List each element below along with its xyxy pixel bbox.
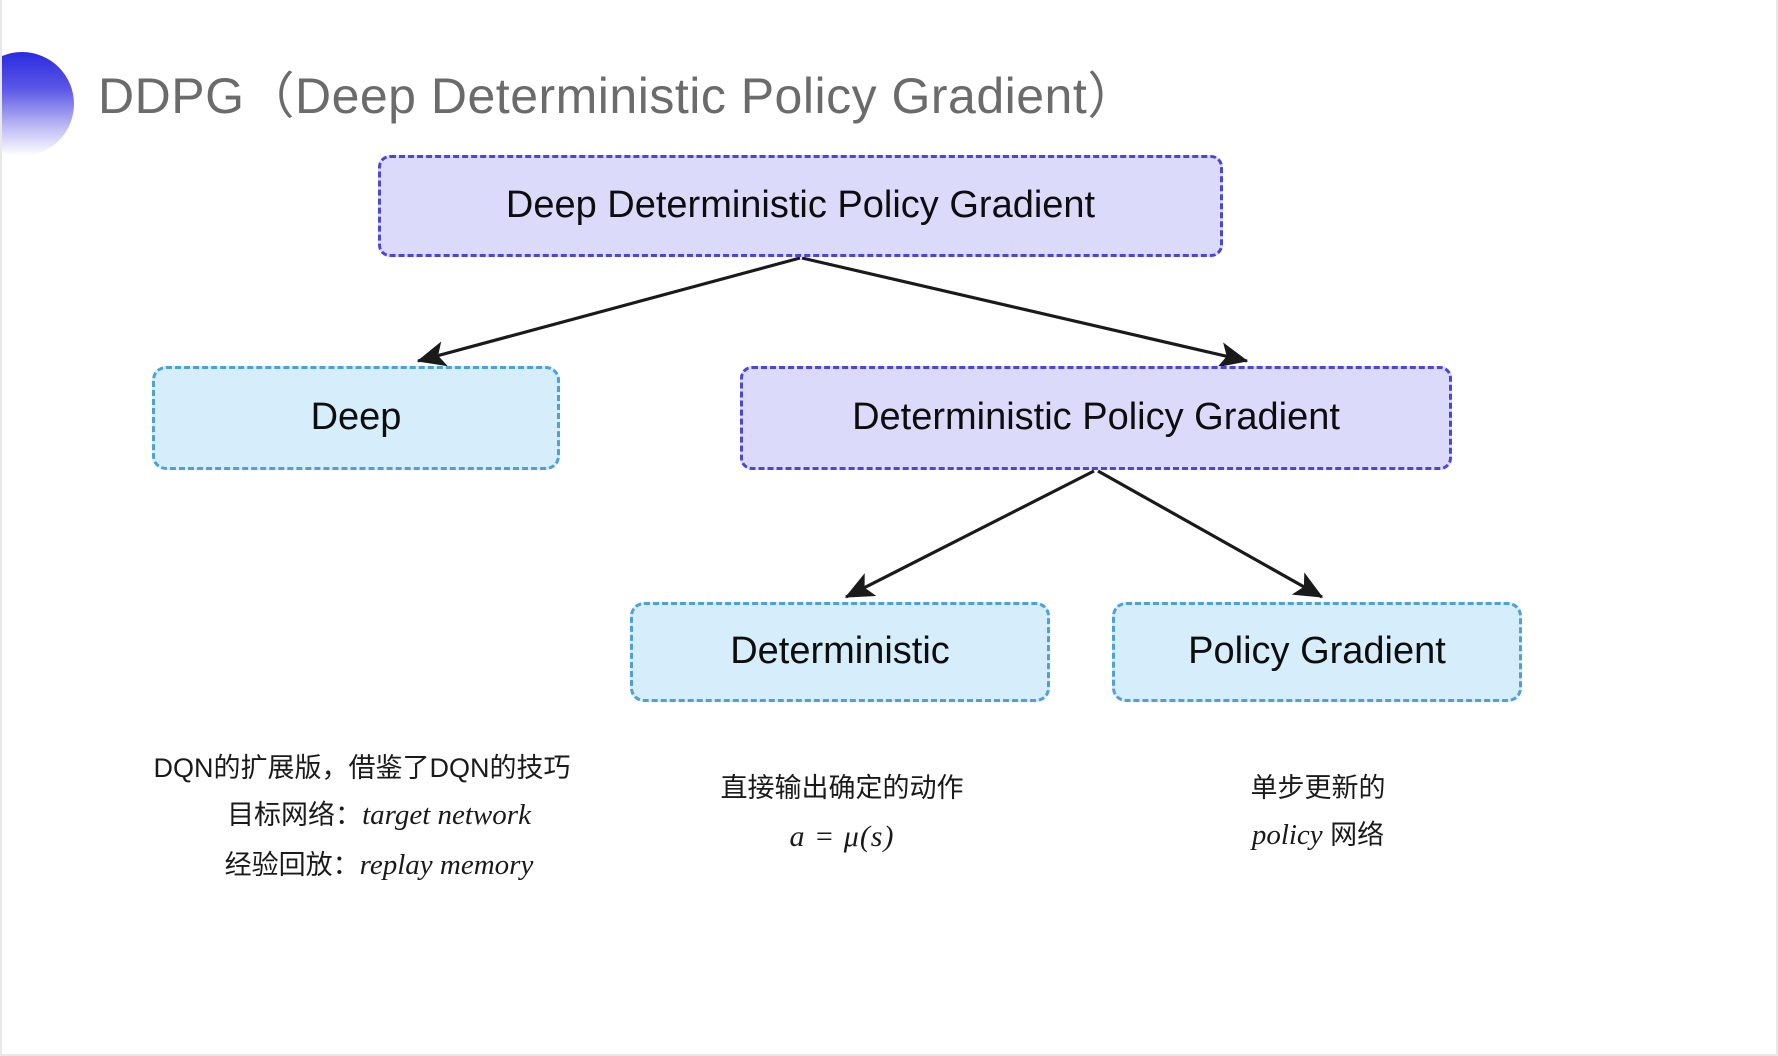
annotation-deterministic-line-1: 直接输出确定的动作 bbox=[720, 773, 964, 803]
edge-dpg-to-deterministic bbox=[844, 469, 1095, 599]
half-circle-gradient-icon bbox=[2, 52, 74, 156]
annotation-deep-line-3: 经验回放：replay memory bbox=[92, 841, 632, 891]
annotation-deep: DQN的扩展版，借鉴了DQN的技巧 目标网络：target network 经验… bbox=[92, 745, 632, 891]
annotation-deep-line-1: DQN的扩展版，借鉴了DQN的技巧 bbox=[153, 753, 571, 783]
node-policy-gradient[interactable]: Policy Gradient bbox=[1112, 602, 1522, 702]
node-deterministic-policy-gradient[interactable]: Deterministic Policy Gradient bbox=[740, 366, 1452, 470]
node-deterministic[interactable]: Deterministic bbox=[630, 602, 1050, 702]
annotation-deep-line-2: 目标网络：target network bbox=[92, 791, 632, 841]
node-deep[interactable]: Deep bbox=[152, 366, 560, 470]
annotation-policy-gradient-line-1: 单步更新的 bbox=[1250, 773, 1386, 803]
annotation-deep-line-2-label: 目标网络： bbox=[227, 800, 363, 831]
annotation-deterministic: 直接输出确定的动作 a = μ(s) bbox=[642, 765, 1042, 863]
edge-root-to-dpg bbox=[801, 256, 1249, 368]
annotation-policy-gradient-term: policy bbox=[1251, 819, 1323, 852]
annotation-deep-line-3-label: 经验回放： bbox=[224, 850, 360, 881]
edge-dpg-to-policy-gradient bbox=[1097, 469, 1324, 599]
annotation-policy-gradient: 单步更新的 policy 网络 bbox=[1120, 765, 1516, 861]
annotation-deterministic-formula: a = μ(s) bbox=[789, 820, 895, 854]
page-title: DDPG（Deep Deterministic Policy Gradient） bbox=[98, 68, 1138, 124]
node-deep-deterministic-policy-gradient[interactable]: Deep Deterministic Policy Gradient bbox=[378, 155, 1223, 257]
annotation-policy-gradient-suffix: 网络 bbox=[1322, 820, 1385, 851]
edge-root-to-deep bbox=[416, 256, 801, 367]
annotation-deep-line-3-term: replay memory bbox=[359, 849, 534, 882]
annotation-deep-line-2-term: target network bbox=[362, 799, 531, 832]
annotation-policy-gradient-line-2: policy 网络 bbox=[1120, 811, 1516, 861]
